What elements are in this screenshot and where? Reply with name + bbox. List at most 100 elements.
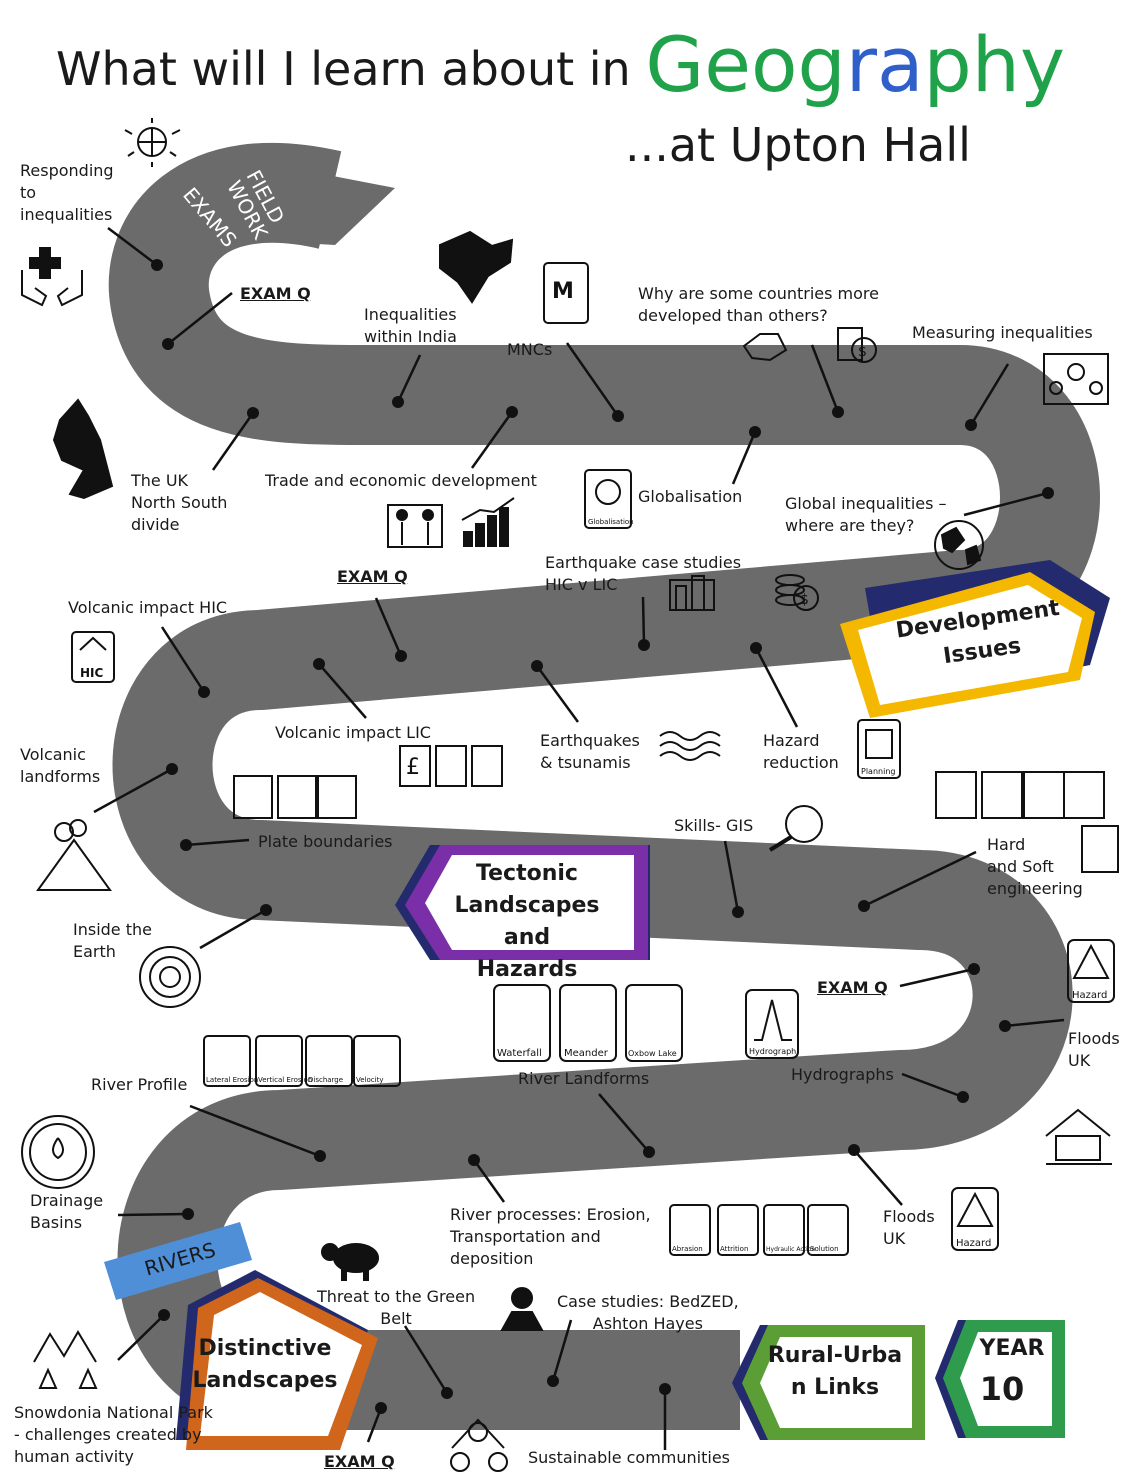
svg-text:M: M — [552, 279, 574, 304]
road — [108, 142, 1100, 1430]
india-map-icon — [439, 230, 514, 304]
topic-snowdonia: Snowdonia National Park - challenges cre… — [14, 1403, 213, 1466]
diamond-icon — [742, 333, 788, 362]
year-number: 10 — [979, 1370, 1025, 1408]
growth-chart-icon — [461, 497, 515, 547]
topic-sustainable: Sustainable communities — [528, 1448, 731, 1467]
globalisation-icon: Globalisation — [584, 469, 634, 529]
exam-q-label: EXAM Q — [240, 284, 311, 303]
measuring-icon — [1043, 353, 1109, 405]
svg-text:Waterfall: Waterfall — [497, 1048, 542, 1059]
unit-tectonic-label: Tectonic Landscapes and Hazards — [454, 861, 600, 982]
page-title: What will I learn about in Geography — [56, 14, 1116, 114]
unit-distinctive-label: Distinctive Landscapes — [192, 1336, 338, 1393]
topic-hard-soft: Hard and Soft engineering — [987, 835, 1083, 898]
badge-rivers — [104, 1222, 252, 1300]
badge-distinctive — [176, 1270, 378, 1450]
flooded-house-icon — [1045, 1108, 1112, 1165]
solar-panel-icon — [500, 1287, 544, 1331]
topic-plate-boundaries: Plate boundaries — [258, 832, 393, 851]
hazard-sign-icon: Hazard — [1067, 939, 1115, 1003]
svg-text:$: $ — [858, 344, 867, 360]
exam-q-label: EXAM Q — [324, 1452, 395, 1471]
hands-cross-icon — [21, 247, 83, 307]
topic-inequalities-india: Inequalities within India — [364, 305, 457, 346]
topic-globalisation: Globalisation — [638, 487, 743, 506]
mnc-logos-icon: M — [543, 262, 589, 324]
trade-handshake-icon — [387, 504, 443, 548]
hazard-sign-icon: Hazard — [951, 1187, 999, 1251]
hydrograph-icon: Hydrograph — [745, 989, 799, 1059]
topic-measuring: Measuring inequalities — [912, 323, 1093, 342]
svg-text:Oxbow Lake: Oxbow Lake — [628, 1049, 677, 1058]
badge-development — [840, 560, 1110, 718]
earth-layers-icon — [139, 946, 201, 1008]
topic-trade: Trade and economic development — [265, 471, 537, 490]
world-globe-icon — [934, 520, 984, 570]
drainage-basin-icon — [21, 1115, 95, 1189]
year-label: YEAR — [979, 1336, 1045, 1361]
globe-network-icon — [124, 118, 181, 167]
topic-uk-divide: The UK North South divide — [131, 471, 228, 534]
topic-drainage: Drainage Basins — [30, 1191, 104, 1232]
topic-mncs: MNCs — [507, 340, 553, 359]
svg-text:Globalisation: Globalisation — [588, 518, 634, 526]
unit-rural-urban-label: Rural-Urba n Links — [767, 1343, 903, 1400]
topic-why-developed: Why are some countries more developed th… — [638, 284, 879, 325]
topic-river-profile: River Profile — [91, 1075, 188, 1094]
coin-stack-icon: $ — [775, 574, 819, 611]
svg-text:Discharge: Discharge — [308, 1076, 343, 1084]
river-landform-cards: Waterfall Meander Oxbow Lake — [493, 984, 683, 1062]
title-prefix: What will I learn about in — [56, 42, 646, 96]
plate-boundary-icons — [233, 775, 357, 819]
title-geography: Geography — [645, 20, 1065, 109]
svg-text:Hazard: Hazard — [956, 1238, 991, 1249]
badge-tectonic — [395, 845, 650, 960]
topic-hydrographs: Hydrographs — [791, 1065, 894, 1084]
topic-volcanic-hic: Volcanic impact HIC — [68, 598, 228, 617]
community-icon — [450, 1418, 508, 1472]
svg-text:Abrasion: Abrasion — [672, 1245, 703, 1253]
page-subtitle: ...at Upton Hall — [625, 118, 971, 172]
badge-year — [935, 1320, 1065, 1438]
waves-icon — [659, 731, 721, 761]
topic-case-bedzed: Case studies: BedZED, Ashton Hayes — [557, 1292, 739, 1333]
svg-text:Attrition: Attrition — [720, 1245, 748, 1253]
erosion-process-cards: Abrasion Attrition Hydraulic Action Solu… — [669, 1204, 849, 1256]
river-profile-cards: Lateral Erosion Vertical Erosion Dischar… — [203, 1035, 401, 1087]
svg-text:Hazard: Hazard — [1072, 990, 1107, 1001]
topic-skills-gis: Skills- GIS — [674, 816, 754, 835]
badge-rural — [732, 1325, 925, 1440]
topic-volcanic-landforms: Volcanic landforms — [20, 745, 101, 786]
mountains-trees-icon — [33, 1330, 98, 1389]
road-dots — [151, 259, 1054, 1414]
planning-icon: Planning — [857, 719, 901, 779]
road-start-arrow — [250, 160, 395, 245]
svg-text:Vertical Erosion: Vertical Erosion — [258, 1076, 312, 1084]
exam-q-label: EXAM Q — [337, 567, 408, 586]
svg-text:Planning: Planning — [861, 767, 895, 776]
topic-volcanic-lic: Volcanic impact LIC — [275, 723, 431, 742]
topic-river-landforms: River Landforms — [518, 1069, 650, 1088]
topic-river-processes: River processes: Erosion, Transportation… — [450, 1205, 651, 1268]
topic-green-belt: Threat to the Green Belt — [317, 1287, 476, 1328]
topic-hazard-reduction: Hazard reduction — [763, 731, 839, 772]
topic-inside-earth: Inside the Earth — [73, 920, 152, 961]
buildings-icon — [669, 575, 715, 611]
svg-text:Hydrograph: Hydrograph — [749, 1047, 796, 1056]
sheep-icon — [321, 1243, 379, 1281]
money-coins-icon: $ — [837, 327, 877, 363]
svg-text:£: £ — [406, 755, 420, 780]
svg-text:Hydraulic Action: Hydraulic Action — [766, 1246, 815, 1253]
topic-earthquakes: Earthquakes & tsunamis — [540, 731, 640, 772]
lic-impact-icons: £ — [399, 745, 503, 787]
uk-map-icon — [52, 398, 114, 500]
exam-q-label: EXAM Q — [817, 978, 888, 997]
svg-text:Velocity: Velocity — [356, 1076, 383, 1084]
svg-text:Solution: Solution — [810, 1245, 839, 1253]
connector-lines — [93, 227, 1065, 1450]
svg-text:Lateral Erosion: Lateral Erosion — [206, 1076, 258, 1084]
svg-text:Meander: Meander — [564, 1048, 609, 1059]
